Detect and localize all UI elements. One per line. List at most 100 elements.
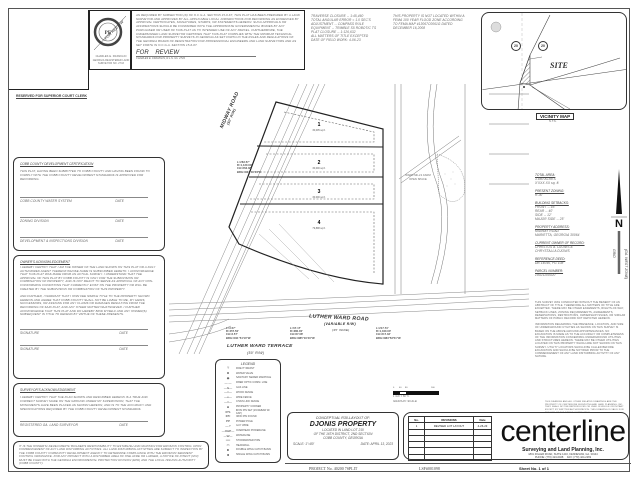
dev-cert-text: THIS PLAT, HAVING BEEN SUBMITTED TO COBB…: [20, 169, 150, 181]
legend-symbol-icon: PP: [225, 419, 230, 424]
legend-symbol-icon: —o—: [224, 395, 232, 400]
legend-symbol-icon: ◉: [226, 375, 230, 380]
company-phone: PHONE: (770) 424-0028 FAX: (770) 424-226…: [534, 456, 592, 459]
survey-note: ADJUSTMENT -- COMPASS RULE: [311, 22, 365, 26]
seal-box: PE FOR REVIEW CHARLES E. FRANKLIN GEORGI…: [89, 10, 131, 70]
title-scale: SCALE: 1"=80': [293, 442, 315, 447]
legend-title: LEGEND: [240, 362, 256, 366]
legend-item: ⊠WATER VALVE: [220, 371, 276, 376]
legend-label: WIRE FENCE: [236, 395, 252, 399]
dev-cert-title: COBB COUNTY DEVELOPMENT CERTIFICATION: [20, 162, 94, 166]
route-20-badge: 20: [511, 41, 521, 51]
legend-symbol-icon: —G—: [223, 385, 233, 390]
legend-symbol-icon: IPS: [225, 409, 231, 414]
curve-label: L=67.17' R=380.00' CH=67.08' BRG=N85°16'…: [290, 327, 315, 340]
owners-ack-box: OWNER'S ACKNOWLEDGEMENT I HEREBY CERTIFY…: [13, 255, 165, 379]
legend-symbol-icon: ⊐: [226, 452, 230, 457]
svg-text:30,000 sq.ft.: 30,000 sq.ft.: [312, 167, 325, 170]
survey-note: PLAT CLOSURE -- 1:126,632: [311, 30, 356, 34]
legend-label: OVERHEAD POWERLINE: [236, 429, 266, 433]
legend-item: —OHP—OVERHEAD POWERLINE: [220, 428, 276, 433]
legend-symbol-icon: —↗: [225, 423, 231, 428]
legend-item: IPF IRON PIN FOUND: [220, 414, 276, 419]
superior-court-box: [9, 10, 89, 90]
plat-sheet: RESERVED FOR SUPERIOR COURT CLERK PE FOR…: [8, 8, 631, 472]
legend-item: ══STORMWATER PIPE: [220, 438, 276, 443]
revision-row: [408, 428, 492, 436]
lot-3-label: 3: [318, 189, 321, 195]
legend-symbol-icon: ▭: [226, 443, 230, 448]
svg-text:(GA. WEST ZONE): (GA. WEST ZONE): [624, 249, 628, 279]
legend-item: ⊕ PROPERTY CORNER: [220, 404, 276, 409]
survey-note: DATE OF FIELD WORK: 4-06-23: [311, 38, 361, 42]
curve-label: L=263.57' R=1,120.00' CH=263.38' BRG=N34…: [237, 161, 261, 174]
legend-item: ▭HEADWALL: [220, 443, 276, 448]
legend-label: FIBER OPTIC COMM. LINE: [236, 381, 268, 385]
north-arrow-icon: N (GA. WEST ZONE) GRID: [611, 169, 628, 279]
lot-1-label: 1: [318, 122, 321, 128]
legend-label: DOUBLE WING CATCH BASIN: [236, 448, 272, 452]
erosion-note-box: IT IS THE OWNER'S/ DEVELOPER'S/ BUILDER'…: [13, 441, 209, 469]
superior-court-title: RESERVED FOR SUPERIOR COURT CLERK: [16, 94, 87, 98]
svg-text:GRID: GRID: [612, 249, 616, 258]
vicinity-map-title: VICINITY MAP: [536, 113, 575, 120]
legend-symbol-icon: —×—: [224, 390, 232, 395]
svg-text:N: N: [615, 218, 623, 230]
survey-note: TRAVERSE CLOSURE -- 1:45,460: [311, 14, 364, 18]
setbacks-title: BUILDING SETBACKS:: [535, 201, 569, 205]
svg-text:79,898 sq.ft.: 79,898 sq.ft.: [312, 227, 325, 230]
survey-note: TOTAL ANGULAR ERROR = 1.0 SEC'S: [311, 18, 371, 22]
project-name: DJONIS PROPERTY: [309, 421, 377, 428]
legend-label: IRON PIN SET (#4 REBAR W/ CAP): [235, 408, 270, 415]
legend-item: —□—CHAIN LINK FENCE: [220, 400, 276, 405]
owners-ack-para2: AND FURTHER, I WARRANT THAT I OWN FEE SI…: [20, 294, 150, 317]
site-label: SITE: [550, 61, 568, 70]
luther-ward-terrace-label: LUTHER WARD TERRACE: [227, 344, 293, 349]
site-data: TOTAL AREA: 3.880 ACRES X'XXX.XX sq. ft.…: [535, 173, 595, 277]
legend-label: IRON PIN FOUND: [236, 414, 257, 418]
legend-item: —W—WATERLINE: [220, 433, 276, 438]
legend-symbol-icon: IPF: [225, 414, 231, 419]
luther-ward-road-width: (35' WIDE): [332, 328, 350, 332]
certification-note-box: AS REQUIRED BY SUBSECTION (d) OF O.C.G.A…: [131, 10, 305, 70]
legend-symbol-icon: —OHP—: [221, 428, 235, 433]
title-date: DATE: APRIL 13, 2023: [360, 442, 393, 447]
route-20-badge: 20: [538, 41, 548, 51]
legend-symbol-icon: ⊕: [226, 404, 230, 409]
legend-item: IPS IRON PIN SET (#4 REBAR W/ CAP): [220, 408, 276, 415]
legend-label: GAS LINE: [236, 386, 248, 390]
project-number: PROJECT No. 40200 7SPLIT: [309, 466, 358, 471]
company-address: 1801 ZIGLER ROAD, SUITE 1416, KENNESAW, …: [528, 453, 598, 456]
title-notes: THIS SURVEY WAS CONDUCTED WITHOUT THE BE…: [535, 301, 626, 359]
legend-item: —G—GAS LINE: [220, 385, 276, 390]
survey-notes: TRAVERSE CLOSURE -- 1:45,460 TOTAL ANGUL…: [311, 14, 391, 42]
address-title: PROPERTY ADDRESS:: [535, 225, 570, 229]
legend-item: ⊤FIRE HYDRANT: [220, 366, 276, 371]
zoning-title: PRESENT ZONING:: [535, 189, 565, 193]
open-space-label: WARD MILLS FARM OPEN SPACE: [405, 174, 431, 181]
svg-text:PE: PE: [105, 31, 112, 36]
legend-label: PROPERTY CORNER: [236, 405, 262, 409]
revision-row: [408, 447, 492, 455]
parcel-title: PARCEL NUMBER:: [535, 269, 564, 273]
legend-item: ⊐SINGLE WING CATCH BASIN: [220, 452, 276, 457]
survey-note: ALL MATTERS OF TITLE EXCEPTED: [311, 34, 369, 38]
revision-row: [408, 453, 492, 462]
revision-row: [408, 434, 492, 443]
legend-label: FIRE HYDRANT: [236, 366, 255, 370]
flood-zone-note: THIS PROPERTY IS NOT LOCATED WITHIN A FE…: [393, 14, 465, 30]
svg-text:30,005 sq.ft.: 30,005 sq.ft.: [312, 129, 325, 132]
legend-list: ⊤FIRE HYDRANT⊠WATER VALVE◉SANITARY SEWER…: [220, 366, 276, 457]
legend-label: WOOD FENCE: [236, 390, 254, 394]
legend-label: WATER VALVE: [236, 371, 254, 375]
curve-label: L=217.73' R=1,040.00' CH=217.33' BRG=N83…: [376, 327, 401, 340]
